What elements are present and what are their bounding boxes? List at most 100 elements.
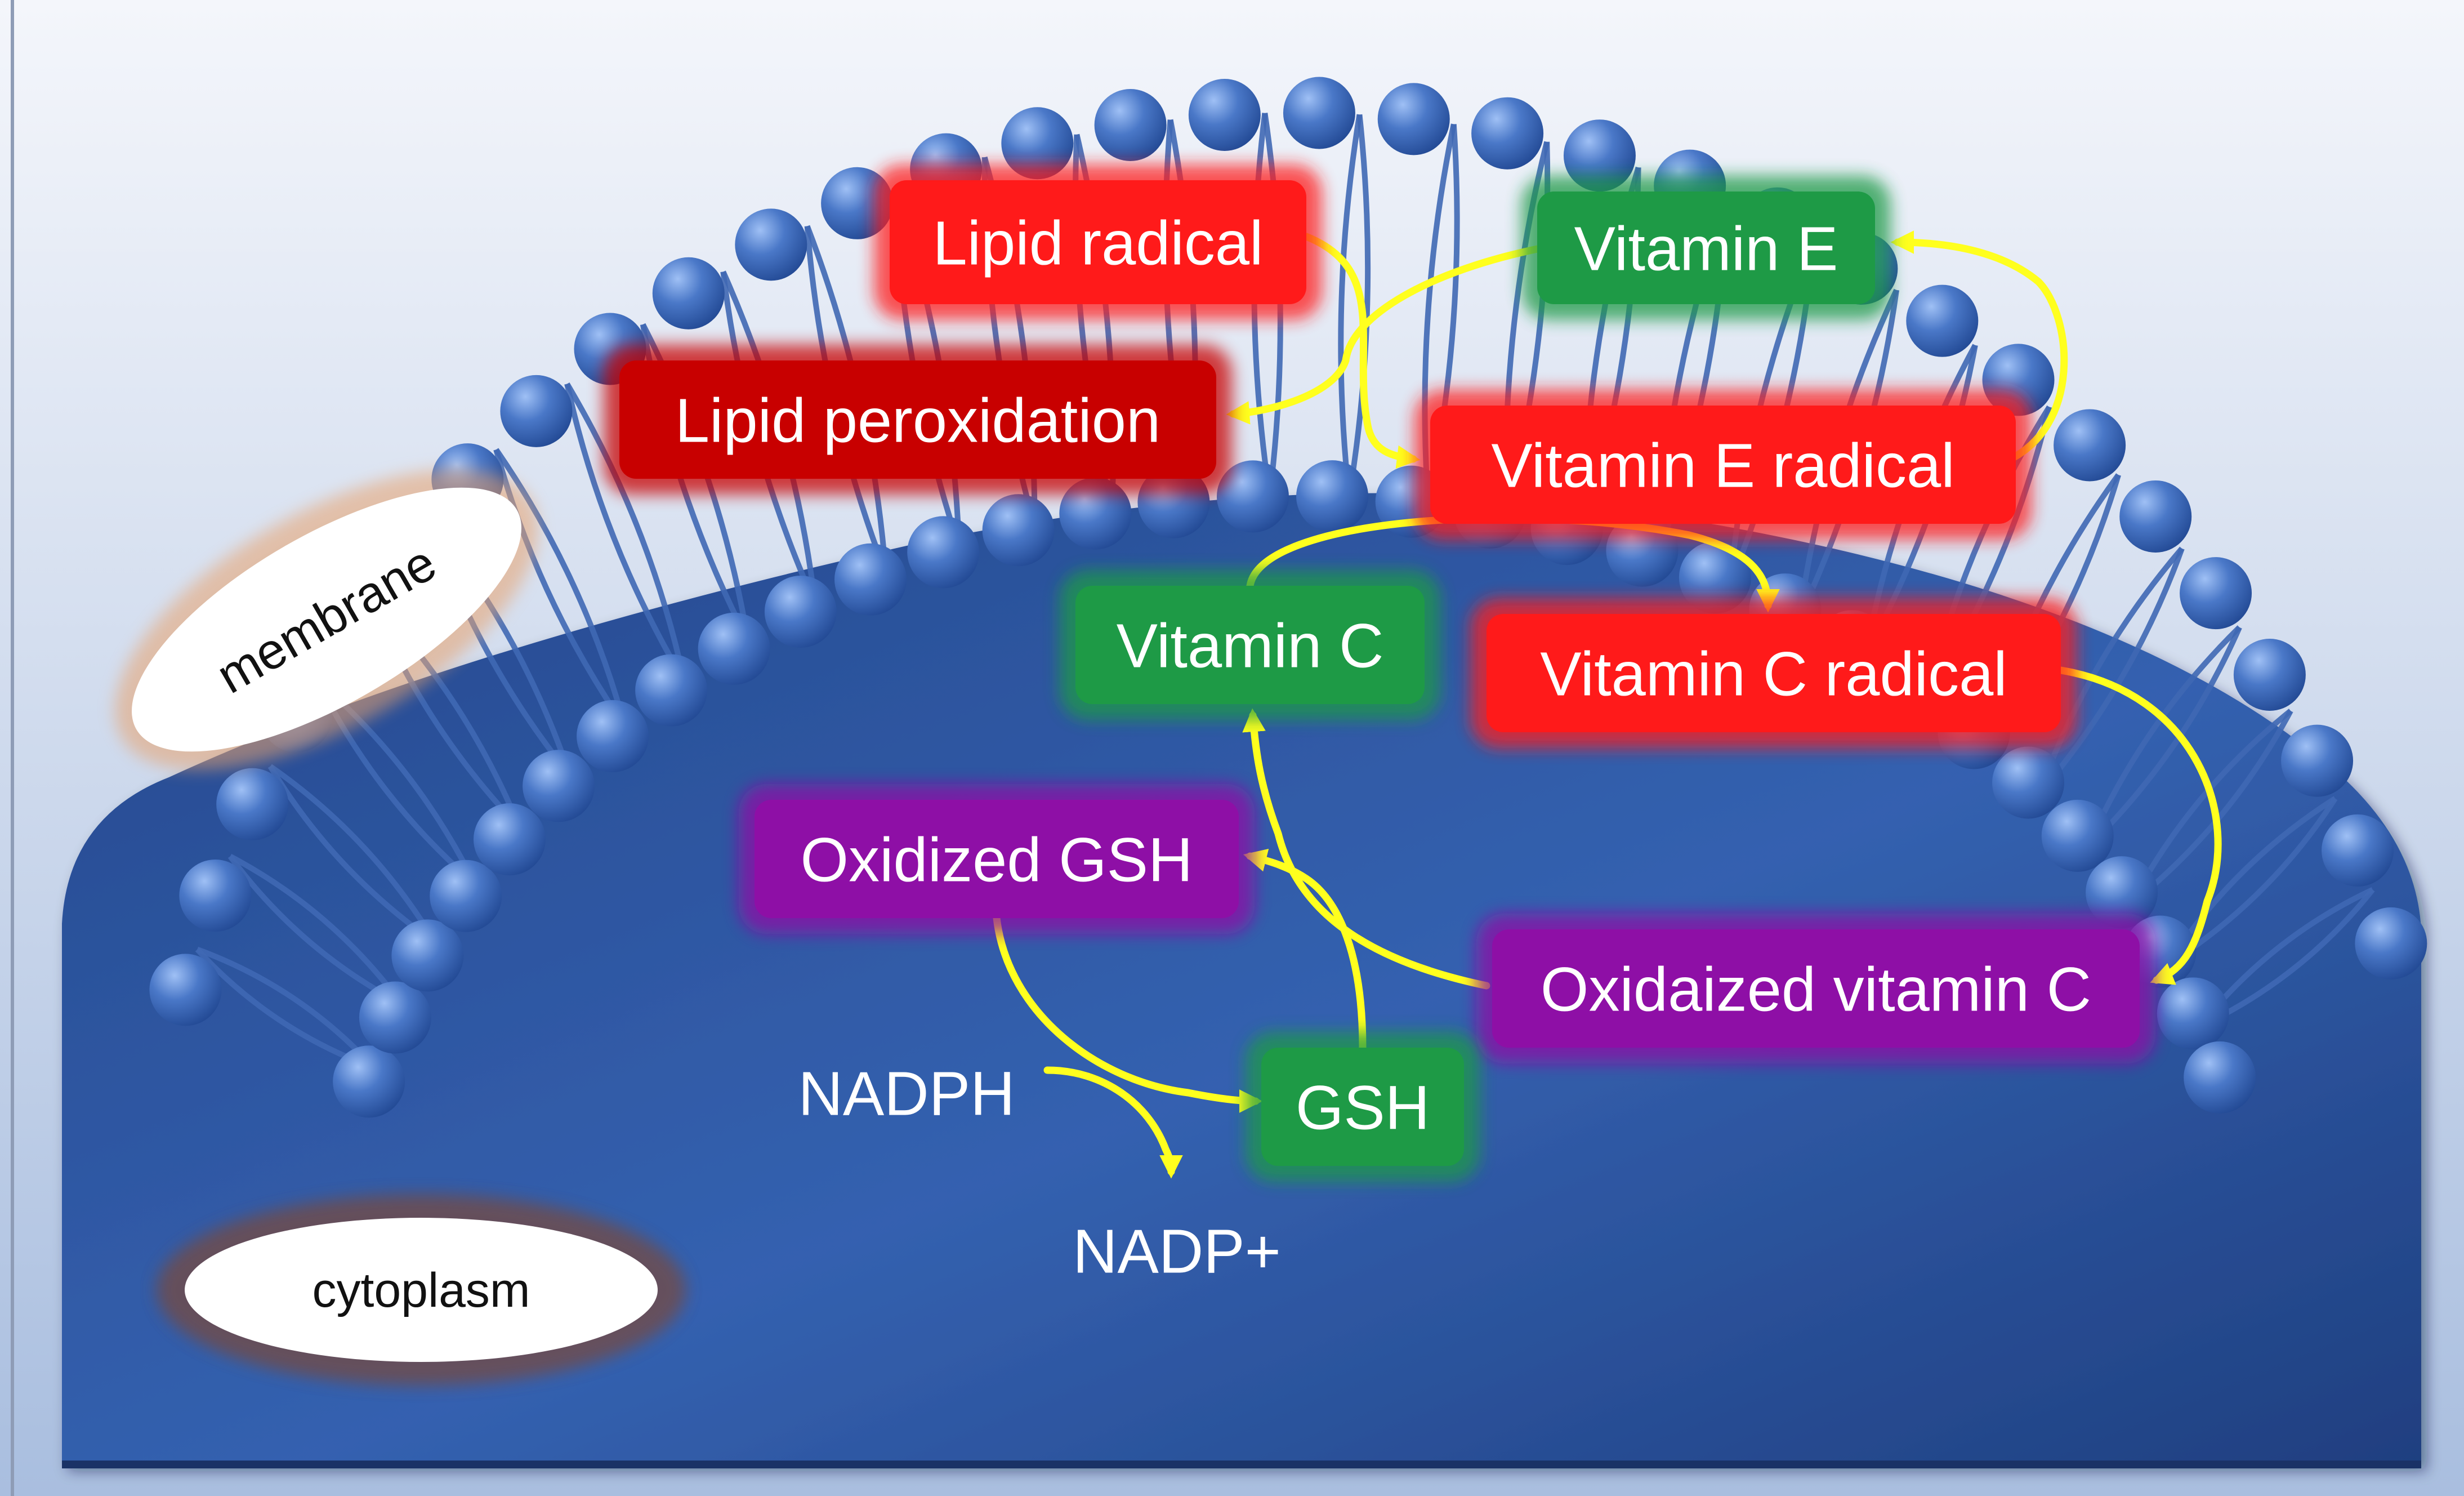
lipid-head (577, 700, 649, 772)
cytoplasm-tag-oval (185, 1218, 658, 1362)
cytoplasm-tag-label: cytoplasm (312, 1263, 530, 1317)
lipid-head (2281, 724, 2354, 797)
lipid-tail (2036, 546, 2184, 795)
node-box (619, 360, 1216, 479)
node-label: Vitamin C radical (1540, 640, 2007, 709)
edge-oxidaized-vitamin-c-to-vitamin-c (1242, 708, 1490, 990)
reaction-arrows (993, 230, 2222, 1179)
lipid-tail (564, 383, 687, 683)
node-label: Vitamin E (1574, 215, 1838, 284)
molecule-labels: Lipid radical Vitamin E Lipid peroxidation… (604, 164, 2155, 1286)
lipid-head (333, 1045, 405, 1118)
lipid-tail (2085, 626, 2242, 850)
lipid-head (2355, 907, 2427, 979)
lipid-head (1563, 119, 1636, 192)
node-oxidized-gsh: Oxidized GSH (739, 784, 1255, 934)
lipid-head (2054, 409, 2126, 482)
node-vitamin-c-radical: Vitamin C radical (1471, 598, 2077, 748)
lipid-head (652, 257, 725, 330)
lipid-head (391, 919, 464, 992)
edge-vitamin-c-radical-to-oxidaized-vitamin-c (2057, 666, 2222, 985)
node-lipid-peroxidation: Lipid peroxidation (604, 345, 1232, 495)
lipid-head (179, 860, 252, 932)
edge-gsh-to-oxidized-gsh (1243, 848, 1367, 1052)
edge-vitamin-e-radical-to-vitamin-e (1890, 230, 2068, 466)
lipid-head (2233, 638, 2306, 711)
lipid-head (907, 516, 980, 589)
edge-lipid-radical-to-vitamin-e-radical (1302, 233, 1421, 469)
node-box (1487, 614, 2061, 732)
lipid-tail (2128, 709, 2293, 907)
node-box (1430, 406, 2016, 524)
lipid-tail (196, 946, 376, 1070)
lipid-head (1283, 77, 1355, 149)
lipid-tail (564, 382, 688, 682)
lipid-tail (267, 764, 437, 945)
lipid-head (1906, 284, 1979, 357)
lipid-head (1679, 541, 1751, 614)
edge-vitamin-e-to-lipid-peroxidation (1226, 244, 1547, 425)
lipid-tail (229, 853, 404, 1006)
lipid-tail (493, 448, 628, 727)
node-box (1075, 586, 1425, 704)
lipid-head (635, 654, 708, 727)
lipid-head (982, 494, 1055, 567)
lipid-head (1471, 97, 1544, 170)
node-label: Lipid radical (932, 209, 1263, 278)
lipid-head (1188, 79, 1261, 152)
node-box (1537, 192, 1875, 304)
lipid-head (473, 803, 546, 876)
node-vitamin-c: Vitamin C (1060, 570, 1440, 720)
lipid-head (1216, 460, 1289, 533)
membrane-tag: membrane (115, 469, 538, 770)
lipid-tail (1346, 114, 1371, 498)
node-gsh: GSH (1246, 1032, 1480, 1182)
lipid-head (2086, 856, 2158, 929)
lipid-head (523, 750, 595, 822)
lipid-head (359, 981, 431, 1054)
node-label: GSH (1296, 1074, 1430, 1143)
lipid-head (2041, 799, 2114, 872)
node-box (1261, 1048, 1464, 1166)
lipid-tail (1338, 114, 1363, 497)
lipid-head (764, 576, 837, 648)
cytoplasm-tag: cytoplasm (157, 1194, 686, 1386)
node-vitamin-e: Vitamin E (1521, 176, 1891, 320)
lipid-head (2322, 814, 2394, 887)
lipid-head (1992, 746, 2065, 819)
node-nadph: NADPH (798, 1059, 1015, 1129)
node-oxidaized-vitamin-c: Oxidaized vitamin C (1476, 914, 2155, 1063)
lipid-head (698, 612, 770, 685)
lipid-head (1377, 83, 1450, 155)
lipid-head (834, 543, 907, 616)
lipid-head (500, 375, 573, 447)
node-label: Vitamin C (1117, 612, 1384, 681)
node-label: Oxidized GSH (801, 826, 1193, 895)
lipid-head (2184, 1041, 2256, 1114)
lipid-head (2157, 977, 2229, 1050)
edge-oxidized-gsh-to-gsh (993, 914, 1263, 1113)
lipid-head (2180, 557, 2252, 630)
lipid-head (430, 860, 502, 932)
lipid-tail (2037, 547, 2185, 796)
node-lipid-radical: Lipid radical (874, 164, 1322, 320)
node-box (1492, 929, 2140, 1048)
edge-nadph-to-nadp-plus (1043, 1066, 1183, 1179)
node-label: Lipid peroxidation (675, 386, 1160, 456)
lipid-head (1059, 477, 1132, 550)
lipid-head (216, 768, 289, 840)
node-label: NADPH (798, 1059, 1015, 1129)
node-label: Oxidaized vitamin C (1541, 955, 2091, 1025)
lipid-head (1296, 460, 1369, 533)
node-vitamin-e-radical: Vitamin E radical (1414, 390, 2032, 540)
lipid-head (1001, 107, 1074, 180)
lipid-head (149, 954, 222, 1026)
node-box (755, 800, 1239, 918)
lipid-head (1094, 88, 1167, 161)
lipid-head (735, 208, 807, 281)
node-nadp-plus: NADP+ (1073, 1217, 1281, 1286)
node-box (890, 180, 1306, 304)
membrane-tag-oval (132, 487, 521, 752)
